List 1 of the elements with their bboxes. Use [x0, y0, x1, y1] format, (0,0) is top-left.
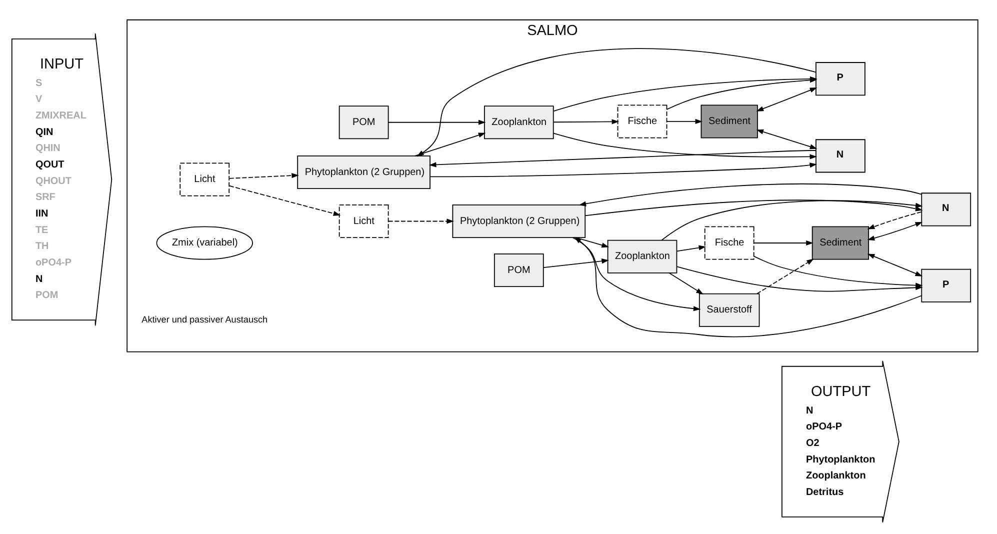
label: Aktiver und passiver Austausch: [142, 314, 268, 324]
